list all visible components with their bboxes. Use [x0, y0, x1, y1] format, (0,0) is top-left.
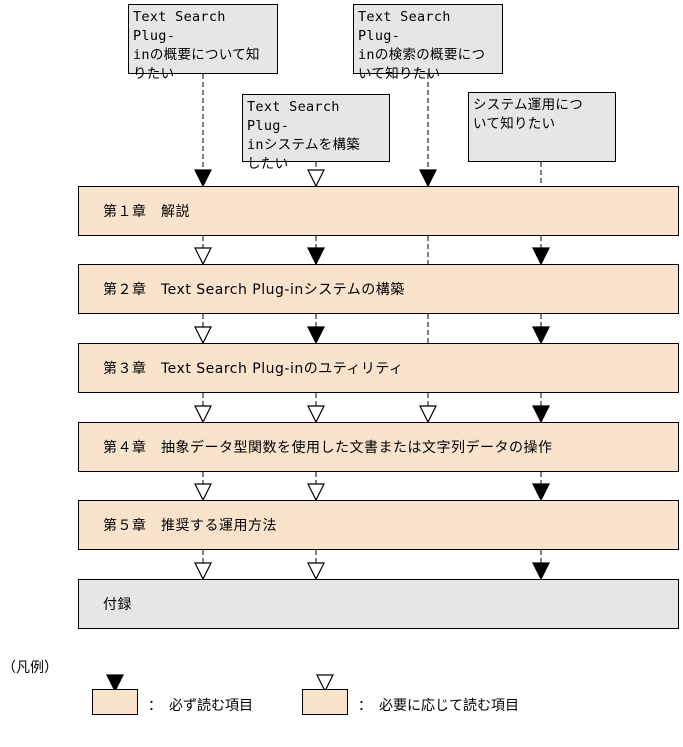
chapter-bar-appendix: 付録	[78, 579, 679, 629]
chapter-bar-3: 第３章 Text Search Plug-inのユティリティ	[78, 343, 679, 393]
legend-required-arrow-icon	[106, 674, 124, 693]
chapter-bar-5: 第５章 推奨する運用方法	[78, 500, 679, 550]
reader-box-overview: Text Search Plug- inの概要について知 りたい	[128, 4, 278, 82]
legend-optional-label: ： 必要に応じて読む項目	[358, 698, 519, 714]
required-arrow-icon	[419, 169, 437, 188]
chapter-bar-1: 第１章 解説	[78, 186, 679, 236]
legend-optional-box	[302, 689, 348, 715]
optional-arrow-icon	[307, 483, 325, 502]
chapter-label: 第２章 Text Search Plug-inシステムの構築	[103, 282, 405, 298]
required-arrow-icon	[307, 326, 325, 345]
optional-arrow-icon	[194, 562, 212, 581]
required-arrow-icon	[532, 562, 550, 581]
required-arrow-icon	[532, 483, 550, 502]
optional-arrow-icon	[194, 483, 212, 502]
optional-arrow-icon	[194, 326, 212, 345]
chapter-label: 第１章 解説	[103, 204, 190, 220]
reader-box-build-system: Text Search Plug- inシステムを構築 したい	[242, 94, 390, 172]
required-arrow-icon	[532, 247, 550, 266]
chapter-label: 付録	[103, 597, 132, 613]
legend-required-box	[92, 689, 138, 715]
optional-arrow-icon	[307, 169, 325, 188]
required-arrow-icon	[532, 405, 550, 424]
optional-arrow-icon	[307, 562, 325, 581]
optional-arrow-icon	[194, 247, 212, 266]
reader-box-search-overview: Text Search Plug- inの検索の概要につ いて知りたい	[353, 4, 503, 82]
optional-arrow-icon	[307, 405, 325, 424]
reader-box-operation: システム運用につ いて知りたい	[468, 92, 616, 162]
optional-arrow-icon	[419, 405, 437, 424]
chapter-bar-4: 第４章 抽象データ型関数を使用した文書または文字列データの操作	[78, 422, 679, 472]
required-arrow-icon	[307, 247, 325, 266]
chapter-label: 第５章 推奨する運用方法	[103, 518, 277, 534]
legend-optional-arrow-icon	[316, 674, 334, 693]
chapter-label: 第３章 Text Search Plug-inのユティリティ	[103, 361, 404, 377]
chapter-label: 第４章 抽象データ型関数を使用した文書または文字列データの操作	[103, 440, 553, 456]
required-arrow-icon	[194, 169, 212, 188]
legend-required-label: ： 必ず読む項目	[148, 698, 253, 714]
optional-arrow-icon	[194, 405, 212, 424]
legend-title: （凡例）	[2, 660, 58, 676]
required-arrow-icon	[532, 326, 550, 345]
chapter-bar-2: 第２章 Text Search Plug-inシステムの構築	[78, 264, 679, 314]
